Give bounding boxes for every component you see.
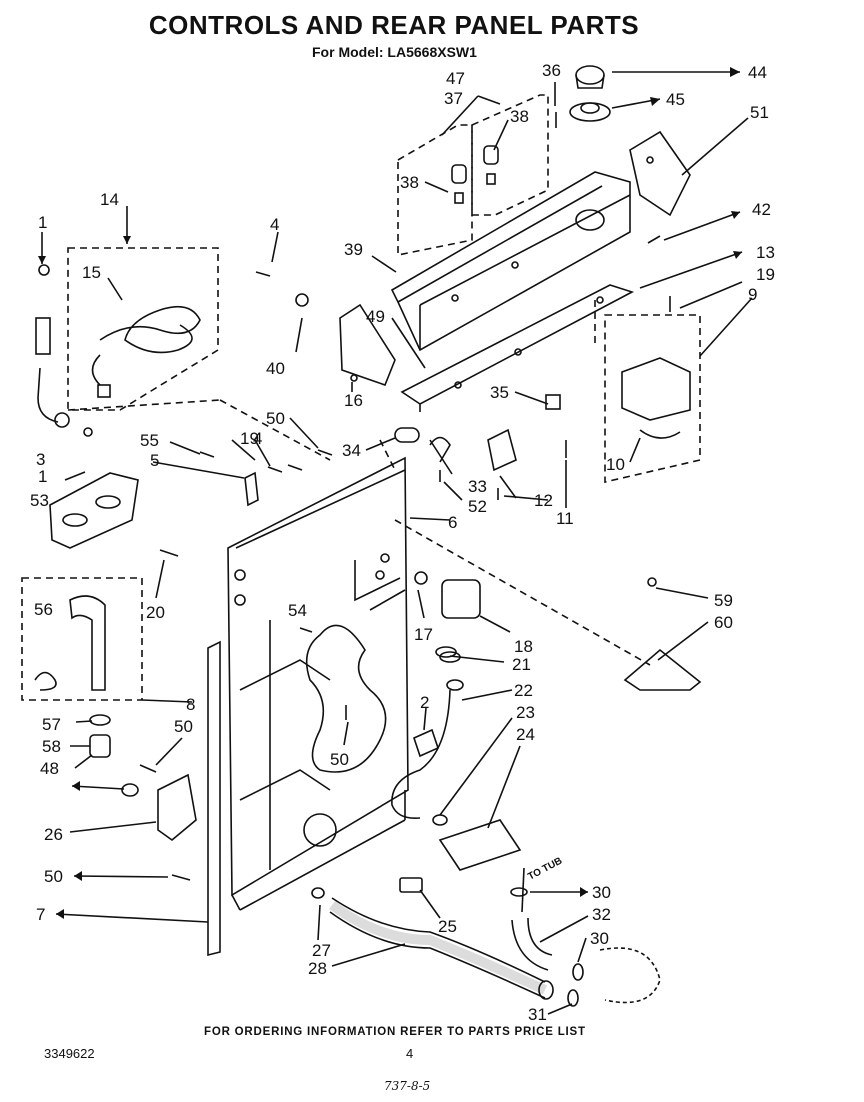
to-tub-annotation: TO TUB [526,856,564,883]
footer-note: FOR ORDERING INFORMATION REFER TO PARTS … [204,1026,586,1038]
part-label-53: 53 [30,491,49,510]
timer-9 [621,357,691,421]
page-title: CONTROLS AND REAR PANEL PARTS [148,10,640,40]
part-label-56: 56 [34,600,53,619]
part-label-24: 24 [516,725,535,744]
part-label-9: 9 [748,285,757,304]
part-label-13: 13 [756,243,775,262]
hose-22 [391,689,451,820]
skirt-45 [569,102,611,122]
part-label-58: 58 [42,737,61,756]
part-label-12: 12 [534,491,553,510]
part-label-50: 50 [174,717,193,736]
part-label-50: 50 [44,867,63,886]
part-label-30: 30 [590,929,609,948]
knob-group-box-37 [397,124,473,256]
part-label-6: 6 [448,513,457,532]
part-label-60: 60 [714,613,733,632]
part-label-48: 48 [40,759,59,778]
part-label-39: 39 [344,240,363,259]
part-label-15: 15 [82,263,101,282]
part-label-1: 1 [38,213,47,232]
power-cord [99,305,201,354]
part-label-32: 32 [592,905,611,924]
switch-51 [629,130,691,217]
part-label-19: 19 [240,429,259,448]
part-label-51: 51 [750,103,769,122]
part-label-50: 50 [330,750,349,769]
part-label-35: 35 [490,383,509,402]
end-cap [339,303,396,387]
side-rail-7 [207,640,221,957]
pump [599,947,661,1004]
model-subtitle: For Model: LA5668XSW1 [312,44,477,60]
part-label-49: 49 [366,307,385,326]
part-label-50: 50 [266,409,285,428]
part-label-26: 26 [44,825,63,844]
part-label-4: 4 [253,429,262,448]
wire-harness [305,624,387,773]
part-label-10: 10 [606,455,625,474]
part-label-19: 19 [756,265,775,284]
part-label-37: 37 [444,89,463,108]
page-number: 4 [406,1046,414,1061]
part-label-4: 4 [270,215,279,234]
part-label-20: 20 [146,603,165,622]
part-label-25: 25 [438,917,457,936]
knob-44 [575,65,605,85]
part-label-36: 36 [542,61,561,80]
bracket-60 [623,648,702,691]
part-label-33: 33 [468,477,487,496]
part-label-45: 45 [666,90,685,109]
part-label-23: 23 [516,703,535,722]
part-label-14: 14 [100,190,119,209]
part-label-8: 8 [186,695,195,714]
drain-hose [69,595,106,691]
part-label-42: 42 [752,200,771,219]
knob-group-box-47 [471,94,549,216]
part-label-28: 28 [308,959,327,978]
part-label-40: 40 [266,359,285,378]
part-label-21: 21 [512,655,531,674]
part-label-5: 5 [150,451,159,470]
valve-bracket [438,819,522,871]
part-label-16: 16 [344,391,363,410]
part-label-52: 52 [468,497,487,516]
doc-number: 3349622 [44,1046,95,1061]
part-label-31: 31 [528,1005,547,1024]
part-label-55: 55 [140,431,159,450]
part-label-18: 18 [514,637,533,656]
part-label-1: 1 [38,467,47,486]
part-label-30: 30 [592,883,611,902]
bracket-26 [157,773,197,842]
part-label-44: 44 [748,63,767,82]
shield-53 [49,472,139,549]
part-label-27: 27 [312,941,331,960]
part-label-11: 11 [556,509,574,528]
part-label-2: 2 [420,693,429,712]
timer-group-box [604,314,701,484]
hose-28 [329,900,548,995]
handwritten-code: 737-8-5 [384,1079,431,1093]
power-cord-group-box [67,247,219,411]
water-valve [441,579,481,619]
part-label-38: 38 [510,107,529,126]
part-label-54: 54 [288,601,307,620]
console-panel [390,171,631,352]
part-label-38: 38 [400,173,419,192]
part-label-59: 59 [714,591,733,610]
part-label-7: 7 [36,905,45,924]
part-label-57: 57 [42,715,61,734]
console-bracket [400,284,635,405]
part-label-17: 17 [414,625,433,644]
part-label-22: 22 [514,681,533,700]
rear-panel [227,456,409,897]
part-label-34: 34 [342,441,361,460]
part-label-3: 3 [36,450,45,469]
part-label-47: 47 [446,69,465,88]
hose-32 [511,919,549,971]
